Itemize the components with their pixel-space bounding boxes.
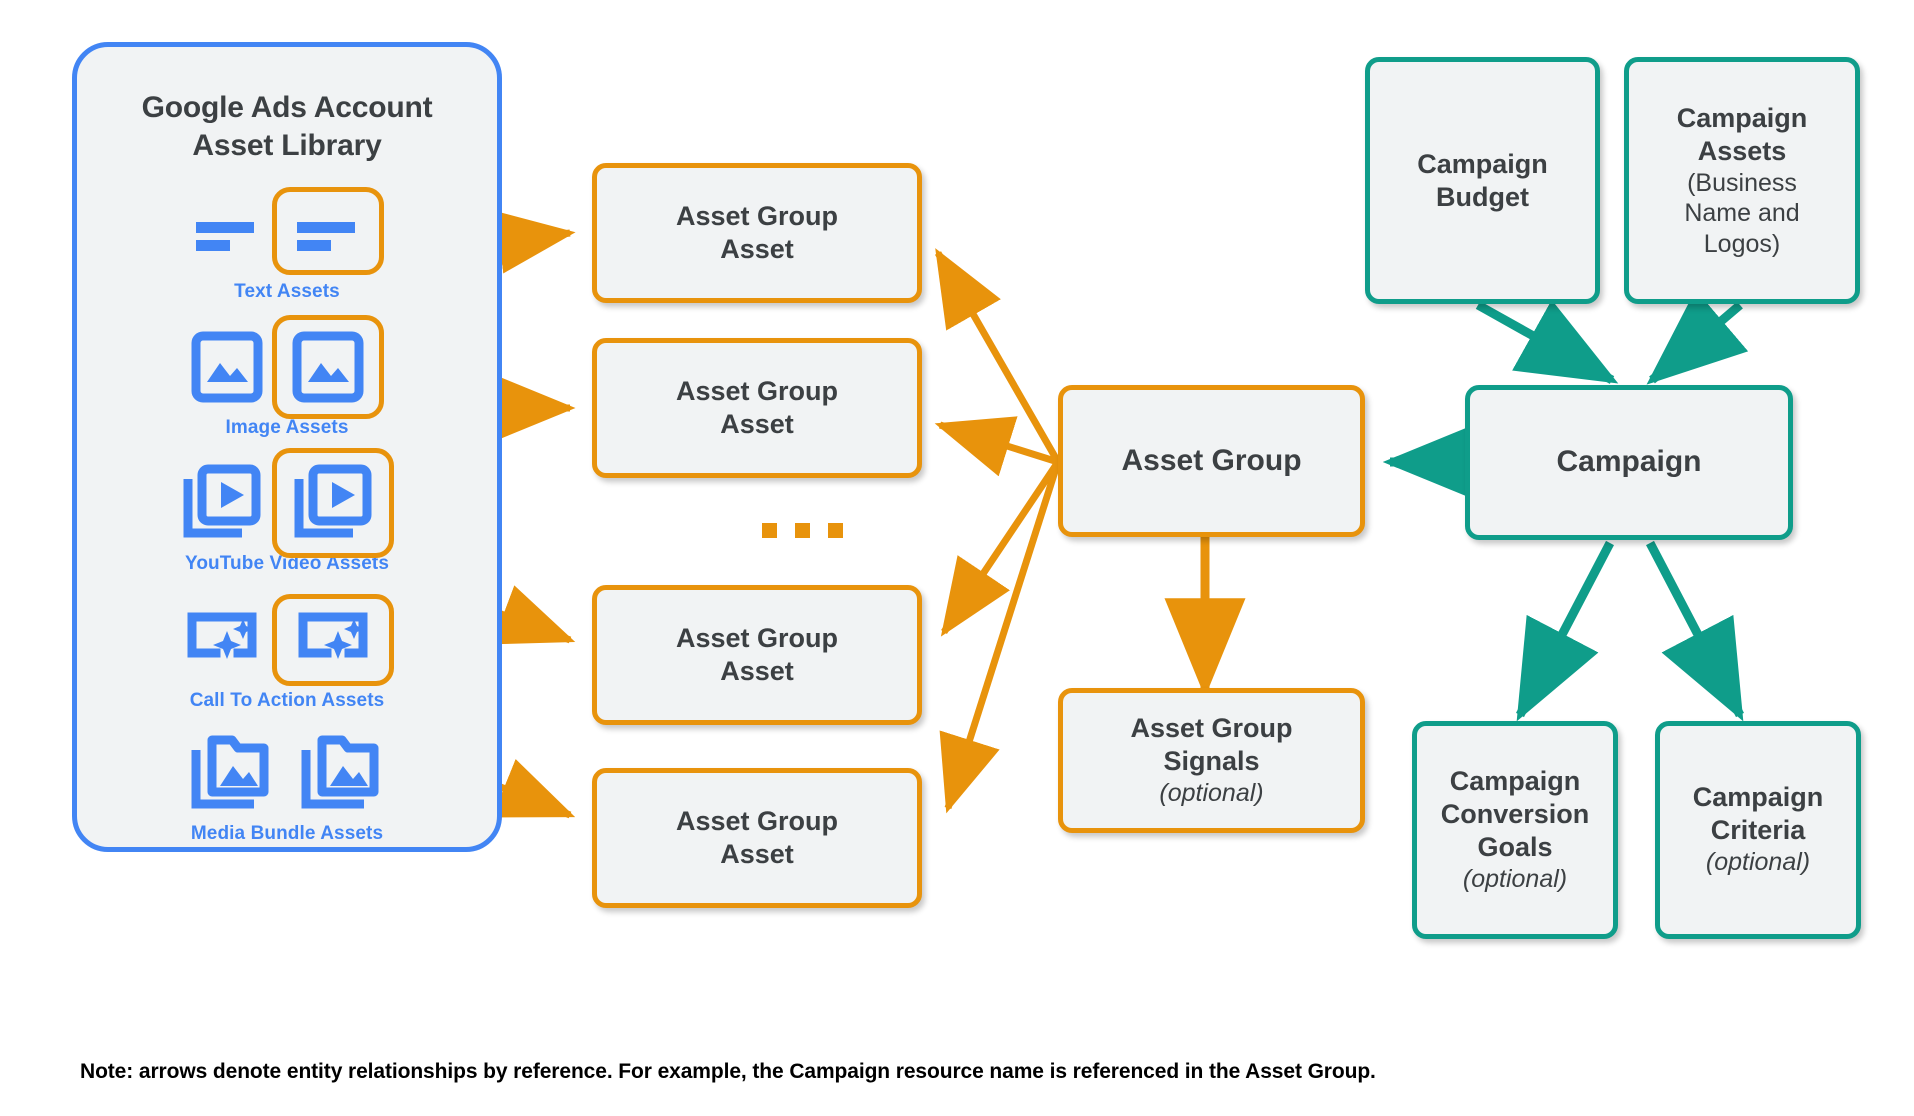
campaign-criteria-box[interactable]: Campaign Criteria (optional) — [1655, 721, 1861, 939]
asset-icons-text — [77, 183, 497, 279]
asset-group-asset-4-line1: Asset Group — [675, 806, 839, 837]
video-play-stack-icon — [294, 464, 372, 538]
campaign-assets-line1: Campaign — [1676, 102, 1808, 133]
campaign-assets-sub1: (Business — [1687, 168, 1797, 197]
asset-row-media-bundle[interactable]: Media Bundle Assets — [77, 725, 497, 845]
campaign-conversion-goals-box[interactable]: Campaign Conversion Goals (optional) — [1412, 721, 1618, 939]
asset-group-asset-box-3[interactable]: Asset Group Asset — [592, 585, 922, 725]
asset-label-image: Image Assets — [225, 417, 349, 438]
media-folder-stack-icon — [188, 732, 276, 814]
asset-label-media-bundle: Media Bundle Assets — [190, 823, 384, 844]
ccg-line1: Campaign — [1449, 765, 1581, 796]
asset-group-signals-line1: Asset Group — [1130, 712, 1293, 743]
asset-group-asset-4-line2: Asset — [720, 839, 794, 869]
library-title-line2: Asset Library — [192, 128, 382, 162]
footnote-text: Note: arrows denote entity relationships… — [80, 1060, 1376, 1083]
ellipsis-dot-1 — [762, 523, 777, 538]
campaign-label: Campaign — [1556, 445, 1702, 479]
asset-group-signals-line2: Signals — [1163, 745, 1260, 776]
ellipsis-indicator — [762, 523, 843, 538]
ccg-line2: Conversion — [1440, 798, 1590, 829]
edge-assetgroup-to-aga1 — [934, 248, 1062, 464]
edge-assetgroup-to-aga2 — [934, 416, 1060, 477]
call-to-action-sparkle-icon — [298, 612, 368, 659]
asset-group-asset-box-1[interactable]: Asset Group Asset — [592, 163, 922, 303]
video-play-stack-icon — [180, 463, 264, 543]
text-lines-icon — [297, 222, 355, 251]
asset-group-label: Asset Group — [1121, 443, 1302, 477]
text-lines-icon — [190, 202, 264, 260]
asset-row-video[interactable]: YouTube Video Assets — [77, 448, 497, 575]
asset-icons-cta — [77, 592, 497, 688]
selected-video-asset[interactable] — [272, 448, 394, 558]
campaign-budget-line2: Budget — [1436, 181, 1529, 212]
library-title: Google Ads Account Asset Library — [77, 89, 497, 165]
asset-group-asset-1-line1: Asset Group — [675, 201, 839, 232]
image-icon — [292, 331, 364, 403]
asset-group-box[interactable]: Asset Group — [1058, 385, 1365, 537]
asset-row-cta[interactable]: Call To Action Assets — [77, 592, 497, 712]
ccg-optional: (optional) — [1462, 864, 1568, 893]
selected-cta-asset[interactable] — [272, 594, 394, 686]
asset-group-signals-optional: (optional) — [1159, 778, 1264, 807]
edge-campaignassets-to-campaign — [1646, 289, 1749, 385]
asset-icons-media-bundle — [77, 725, 497, 821]
asset-group-asset-3-line2: Asset — [720, 656, 794, 686]
asset-group-signals-box[interactable]: Asset Group Signals (optional) — [1058, 688, 1365, 833]
ellipsis-dot-3 — [828, 523, 843, 538]
edge-assetgroup-to-aga4 — [939, 460, 1062, 814]
asset-row-image[interactable]: Image Assets — [77, 315, 497, 439]
asset-group-asset-box-4[interactable]: Asset Group Asset — [592, 768, 922, 908]
call-to-action-sparkle-icon — [180, 609, 264, 671]
campaign-assets-sub2: Name and — [1684, 199, 1800, 228]
edge-budget-to-campaign — [1475, 299, 1619, 384]
asset-group-asset-2-line2: Asset — [720, 409, 794, 439]
image-icon — [190, 330, 264, 404]
asset-group-asset-1-line2: Asset — [720, 234, 794, 264]
ellipsis-dot-2 — [795, 523, 810, 538]
criteria-line2: Criteria — [1710, 815, 1806, 846]
campaign-assets-box[interactable]: Campaign Assets (Business Name and Logos… — [1624, 57, 1860, 304]
asset-group-asset-3-line1: Asset Group — [675, 623, 839, 654]
asset-group-asset-box-2[interactable]: Asset Group Asset — [592, 338, 922, 478]
criteria-optional: (optional) — [1705, 848, 1811, 877]
campaign-assets-line2: Assets — [1697, 135, 1787, 166]
asset-icons-image — [77, 315, 497, 419]
library-title-line1: Google Ads Account — [141, 91, 433, 124]
asset-label-cta: Call To Action Assets — [189, 690, 385, 711]
campaign-box[interactable]: Campaign — [1465, 385, 1793, 540]
edge-campaign-to-conversiongoals — [1516, 540, 1614, 722]
asset-library-panel: Google Ads Account Asset Library — [72, 42, 502, 852]
campaign-budget-box[interactable]: Campaign Budget — [1365, 57, 1600, 304]
edge-assetgroup-to-aga3 — [940, 460, 1061, 637]
selected-image-asset[interactable] — [272, 315, 384, 419]
campaign-budget-line1: Campaign — [1417, 148, 1548, 179]
asset-row-text[interactable]: Text Assets — [77, 183, 497, 303]
asset-group-asset-2-line1: Asset Group — [675, 376, 839, 407]
selected-text-asset[interactable] — [272, 187, 384, 275]
asset-label-text: Text Assets — [234, 281, 340, 302]
asset-icons-video — [77, 448, 497, 558]
asset-label-video: YouTube Video Assets — [184, 553, 389, 574]
criteria-line1: Campaign — [1692, 782, 1824, 813]
edge-campaign-to-criteria — [1646, 540, 1744, 722]
media-folder-stack-icon-2 — [298, 732, 386, 814]
campaign-assets-sub3: Logos) — [1703, 229, 1781, 258]
ccg-line3: Goals — [1477, 831, 1553, 862]
